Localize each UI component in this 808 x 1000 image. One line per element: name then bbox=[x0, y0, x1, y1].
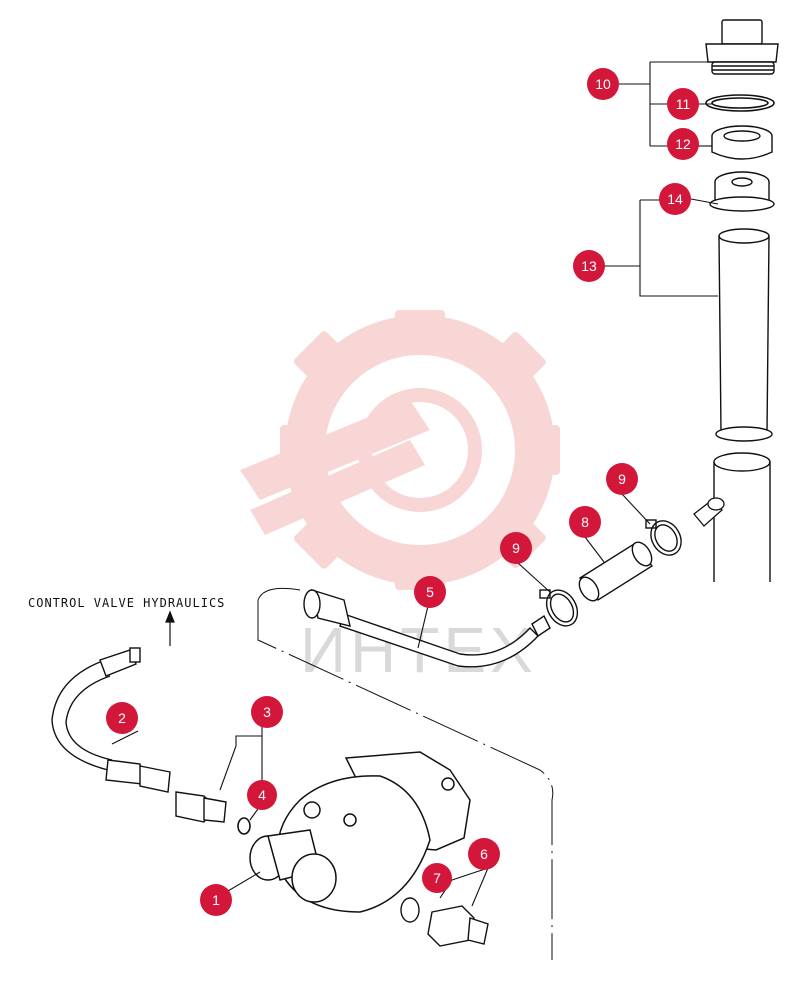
svg-text:10: 10 bbox=[595, 76, 611, 92]
callout-7: 7 bbox=[422, 863, 452, 893]
hose-sleeve bbox=[578, 541, 654, 602]
callout-4: 4 bbox=[247, 780, 277, 810]
svg-text:14: 14 bbox=[667, 191, 683, 207]
hydraulic-hose bbox=[51, 647, 171, 793]
filler-cap bbox=[705, 19, 779, 75]
watermark-gear-icon bbox=[240, 310, 560, 590]
o-ring-small bbox=[237, 817, 251, 835]
callout-1: 1 bbox=[200, 884, 232, 916]
svg-text:3: 3 bbox=[263, 704, 271, 720]
tube-adapter bbox=[709, 171, 775, 212]
svg-text:7: 7 bbox=[433, 870, 441, 886]
svg-text:13: 13 bbox=[581, 258, 597, 274]
control-valve-label: CONTROL VALVE HYDRAULICS bbox=[28, 596, 225, 610]
svg-text:11: 11 bbox=[676, 96, 691, 112]
svg-text:9: 9 bbox=[512, 540, 520, 556]
label-arrow bbox=[165, 610, 175, 646]
adapter-fitting bbox=[175, 791, 227, 823]
callout-2: 2 bbox=[106, 702, 138, 734]
callout-9-upper: 9 bbox=[606, 463, 638, 495]
route-line-top bbox=[257, 587, 301, 601]
seal-washer bbox=[711, 125, 773, 160]
callout-5: 5 bbox=[414, 576, 446, 608]
pump-fitting bbox=[400, 897, 489, 947]
svg-text:6: 6 bbox=[480, 846, 488, 862]
return-tube bbox=[303, 588, 551, 668]
callout-13: 13 bbox=[573, 250, 605, 282]
svg-text:8: 8 bbox=[581, 514, 589, 530]
callout-6: 6 bbox=[468, 838, 500, 870]
callout-14: 14 bbox=[659, 183, 691, 215]
hydraulic-pump bbox=[249, 751, 471, 913]
svg-text:5: 5 bbox=[426, 584, 434, 600]
callout-8: 8 bbox=[569, 506, 601, 538]
route-line bbox=[257, 600, 554, 960]
svg-text:9: 9 bbox=[618, 471, 626, 487]
callout-12: 12 bbox=[667, 128, 699, 160]
filler-tube bbox=[715, 228, 773, 442]
svg-text:4: 4 bbox=[258, 787, 266, 803]
svg-text:1: 1 bbox=[212, 892, 220, 908]
svg-text:12: 12 bbox=[675, 136, 691, 152]
leader-lines bbox=[111, 61, 719, 907]
reservoir-pipe bbox=[713, 452, 771, 582]
svg-text:2: 2 bbox=[118, 710, 126, 726]
callout-9-lower: 9 bbox=[500, 532, 532, 564]
callout-11: 11 bbox=[667, 88, 699, 120]
hose-clamp bbox=[645, 519, 682, 556]
callout-3: 3 bbox=[251, 696, 283, 728]
callout-10: 10 bbox=[587, 68, 619, 100]
o-ring-seal bbox=[705, 94, 775, 112]
pipe-fitting bbox=[693, 497, 725, 527]
hose-clamp-lower bbox=[539, 589, 579, 627]
